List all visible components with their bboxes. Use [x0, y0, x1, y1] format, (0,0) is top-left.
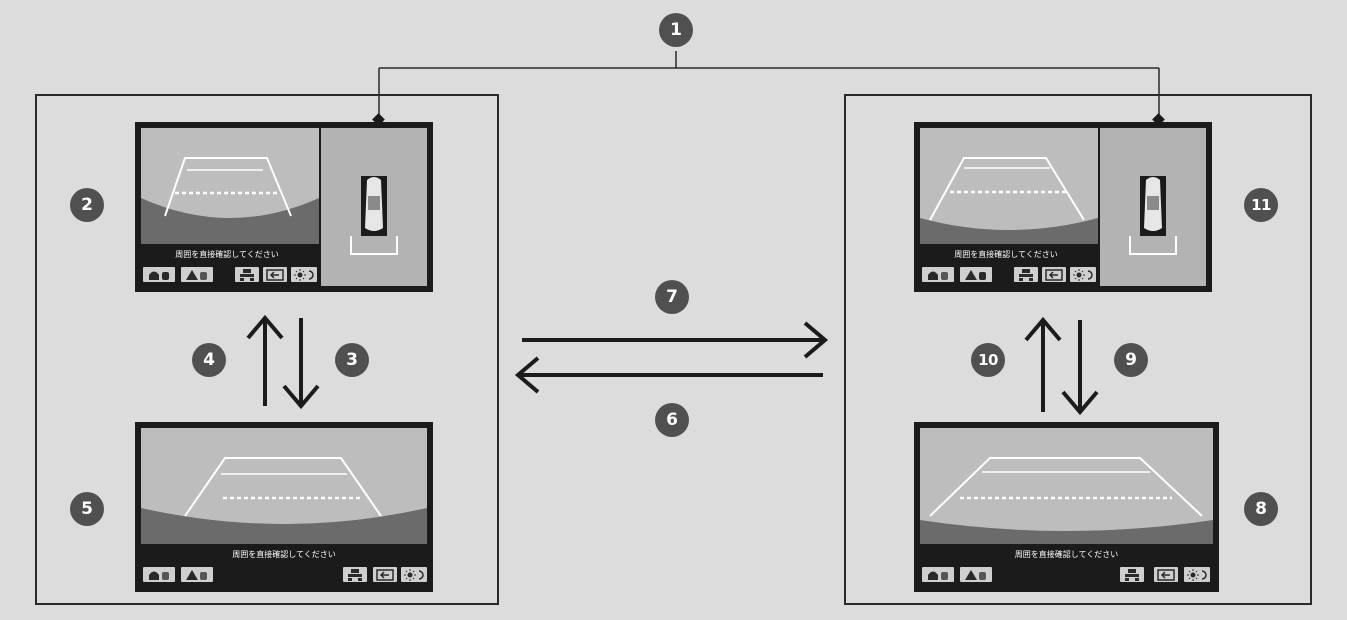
front-sensor-icon	[928, 271, 948, 280]
warning-text: 周囲を直接確認してください	[954, 250, 1058, 259]
car-top-view-icon	[350, 176, 398, 255]
rear-sensor-icon	[965, 269, 986, 280]
callout-1: 1	[659, 13, 693, 47]
brightness-icon	[294, 268, 314, 281]
view-switch-button[interactable]	[235, 267, 259, 282]
view-switch-button[interactable]	[343, 567, 367, 582]
rear-camera-view	[920, 128, 1098, 244]
car-top-view-icon	[1129, 176, 1177, 255]
left-panel	[35, 94, 499, 605]
callout-4: 4	[192, 343, 226, 377]
callout-8: 8	[1244, 492, 1278, 526]
arrow-left-middle	[514, 356, 823, 394]
rear-sensor-button[interactable]	[181, 567, 213, 582]
exit-icon	[266, 268, 284, 281]
left-full-screen: 周囲を直接確認してください	[135, 422, 433, 592]
brightness-button[interactable]	[1184, 567, 1210, 582]
brightness-button[interactable]	[401, 567, 427, 582]
front-sensor-button[interactable]	[143, 267, 175, 282]
front-sensor-button[interactable]	[143, 567, 175, 582]
rear-sensor-button[interactable]	[960, 567, 992, 582]
right-panel	[844, 94, 1312, 605]
exit-button[interactable]	[1042, 267, 1066, 282]
exit-button[interactable]	[373, 567, 397, 582]
exit-icon	[1045, 268, 1063, 281]
exit-icon	[1157, 568, 1175, 581]
rear-sensor-icon	[186, 269, 207, 280]
top-view	[321, 128, 427, 286]
rear-sensor-button[interactable]	[960, 267, 992, 282]
arrow-up-left	[246, 314, 284, 406]
rear-sensor-icon	[965, 569, 986, 580]
camera-view-switch-icon	[1125, 568, 1139, 581]
callout-11: 11	[1244, 188, 1278, 222]
view-switch-button[interactable]	[1120, 567, 1144, 582]
rear-camera-view	[141, 128, 319, 244]
arrow-up-right	[1024, 316, 1062, 412]
warning-text: 周囲を直接確認してください	[232, 550, 336, 559]
warning-text: 周囲を直接確認してください	[175, 250, 279, 259]
camera-view-switch-icon	[1019, 268, 1033, 281]
top-view	[1100, 128, 1206, 286]
wide-rear-camera-view	[141, 428, 427, 544]
right-full-screen: 周囲を直接確認してください	[914, 422, 1219, 592]
camera-view-switch-icon	[240, 268, 254, 281]
exit-button[interactable]	[1154, 567, 1178, 582]
callout-6: 6	[655, 403, 689, 437]
front-sensor-icon	[928, 571, 948, 580]
brightness-icon	[404, 568, 424, 581]
warning-text: 周囲を直接確認してください	[1014, 550, 1119, 559]
left-split-screen: 周囲を直接確認してください	[135, 122, 433, 292]
front-sensor-button[interactable]	[922, 267, 954, 282]
arrow-down-left	[282, 318, 320, 410]
rear-sensor-icon	[186, 569, 207, 580]
front-sensor-icon	[149, 271, 169, 280]
view-switch-button[interactable]	[1014, 267, 1038, 282]
wide-rear-camera-view	[920, 428, 1213, 544]
callout-7: 7	[655, 280, 689, 314]
brightness-icon	[1073, 268, 1093, 281]
front-sensor-button[interactable]	[922, 567, 954, 582]
callout-3: 3	[335, 343, 369, 377]
right-split-screen: 周囲を直接確認してください	[914, 122, 1212, 292]
callout-5: 5	[70, 492, 104, 526]
exit-button[interactable]	[263, 267, 287, 282]
front-sensor-icon	[149, 571, 169, 580]
callout-1-bracket	[378, 51, 1160, 120]
rear-sensor-button[interactable]	[181, 267, 213, 282]
brightness-icon	[1187, 568, 1207, 581]
brightness-button[interactable]	[291, 267, 317, 282]
callout-9: 9	[1114, 343, 1148, 377]
arrow-right-middle	[522, 321, 829, 359]
callout-2: 2	[70, 188, 104, 222]
camera-view-switch-icon	[348, 568, 362, 581]
exit-icon	[376, 568, 394, 581]
brightness-button[interactable]	[1070, 267, 1096, 282]
arrow-down-right	[1061, 320, 1099, 416]
callout-10: 10	[971, 343, 1005, 377]
